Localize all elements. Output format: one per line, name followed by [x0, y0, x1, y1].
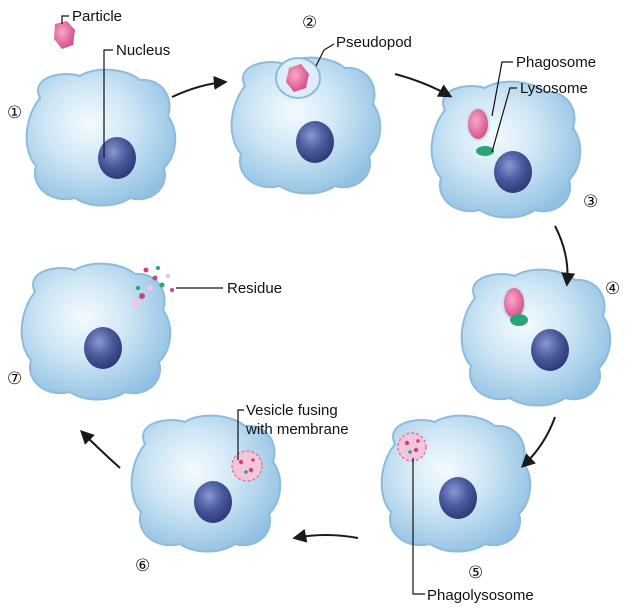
nucleus-7	[84, 327, 122, 369]
cell-1	[27, 70, 176, 206]
phagosome-4	[503, 287, 525, 319]
step-number-4: ④	[605, 279, 620, 298]
cell-7	[22, 264, 174, 400]
vesicle-label-line1: Vesicle fusing	[246, 402, 338, 419]
arrow-1-to-2	[172, 82, 225, 97]
phagolysosome-label: Phagolysosome	[427, 587, 534, 604]
lysosome-4	[510, 314, 528, 326]
phagolysosome-5	[398, 433, 426, 461]
phagosome-label: Phagosome	[516, 54, 596, 71]
step-number-7: ⑦	[7, 369, 22, 388]
step-number-5: ⑤	[468, 563, 483, 582]
nucleus-4	[531, 329, 569, 371]
nucleus-5	[439, 477, 477, 519]
residue-label: Residue	[227, 280, 282, 297]
arrow-2-to-3	[395, 74, 450, 96]
arrow-6-to-7	[82, 432, 120, 468]
nucleus-label: Nucleus	[116, 42, 170, 59]
particle-label: Particle	[72, 8, 122, 25]
phagosome-3	[467, 108, 489, 140]
step-number-2: ②	[302, 13, 317, 32]
vesicle-6	[232, 451, 262, 481]
arrow-4-to-5	[523, 417, 555, 466]
particle	[54, 21, 75, 49]
lysosome-3	[476, 146, 494, 156]
nucleus-6	[194, 481, 232, 523]
arrow-5-to-6	[295, 535, 358, 538]
cell-4	[462, 270, 611, 406]
step-number-3: ③	[583, 192, 598, 211]
cell-5	[382, 416, 531, 552]
step-number-6: ⑥	[135, 556, 150, 575]
pseudopod-label: Pseudopod	[336, 34, 412, 51]
cell-2	[232, 58, 381, 194]
nucleus-2	[296, 121, 334, 163]
vesicle-label-line2: with membrane	[245, 421, 349, 438]
nucleus-3	[494, 151, 532, 193]
lysosome-label: Lysosome	[520, 80, 588, 97]
step-number-1: ①	[7, 103, 22, 122]
